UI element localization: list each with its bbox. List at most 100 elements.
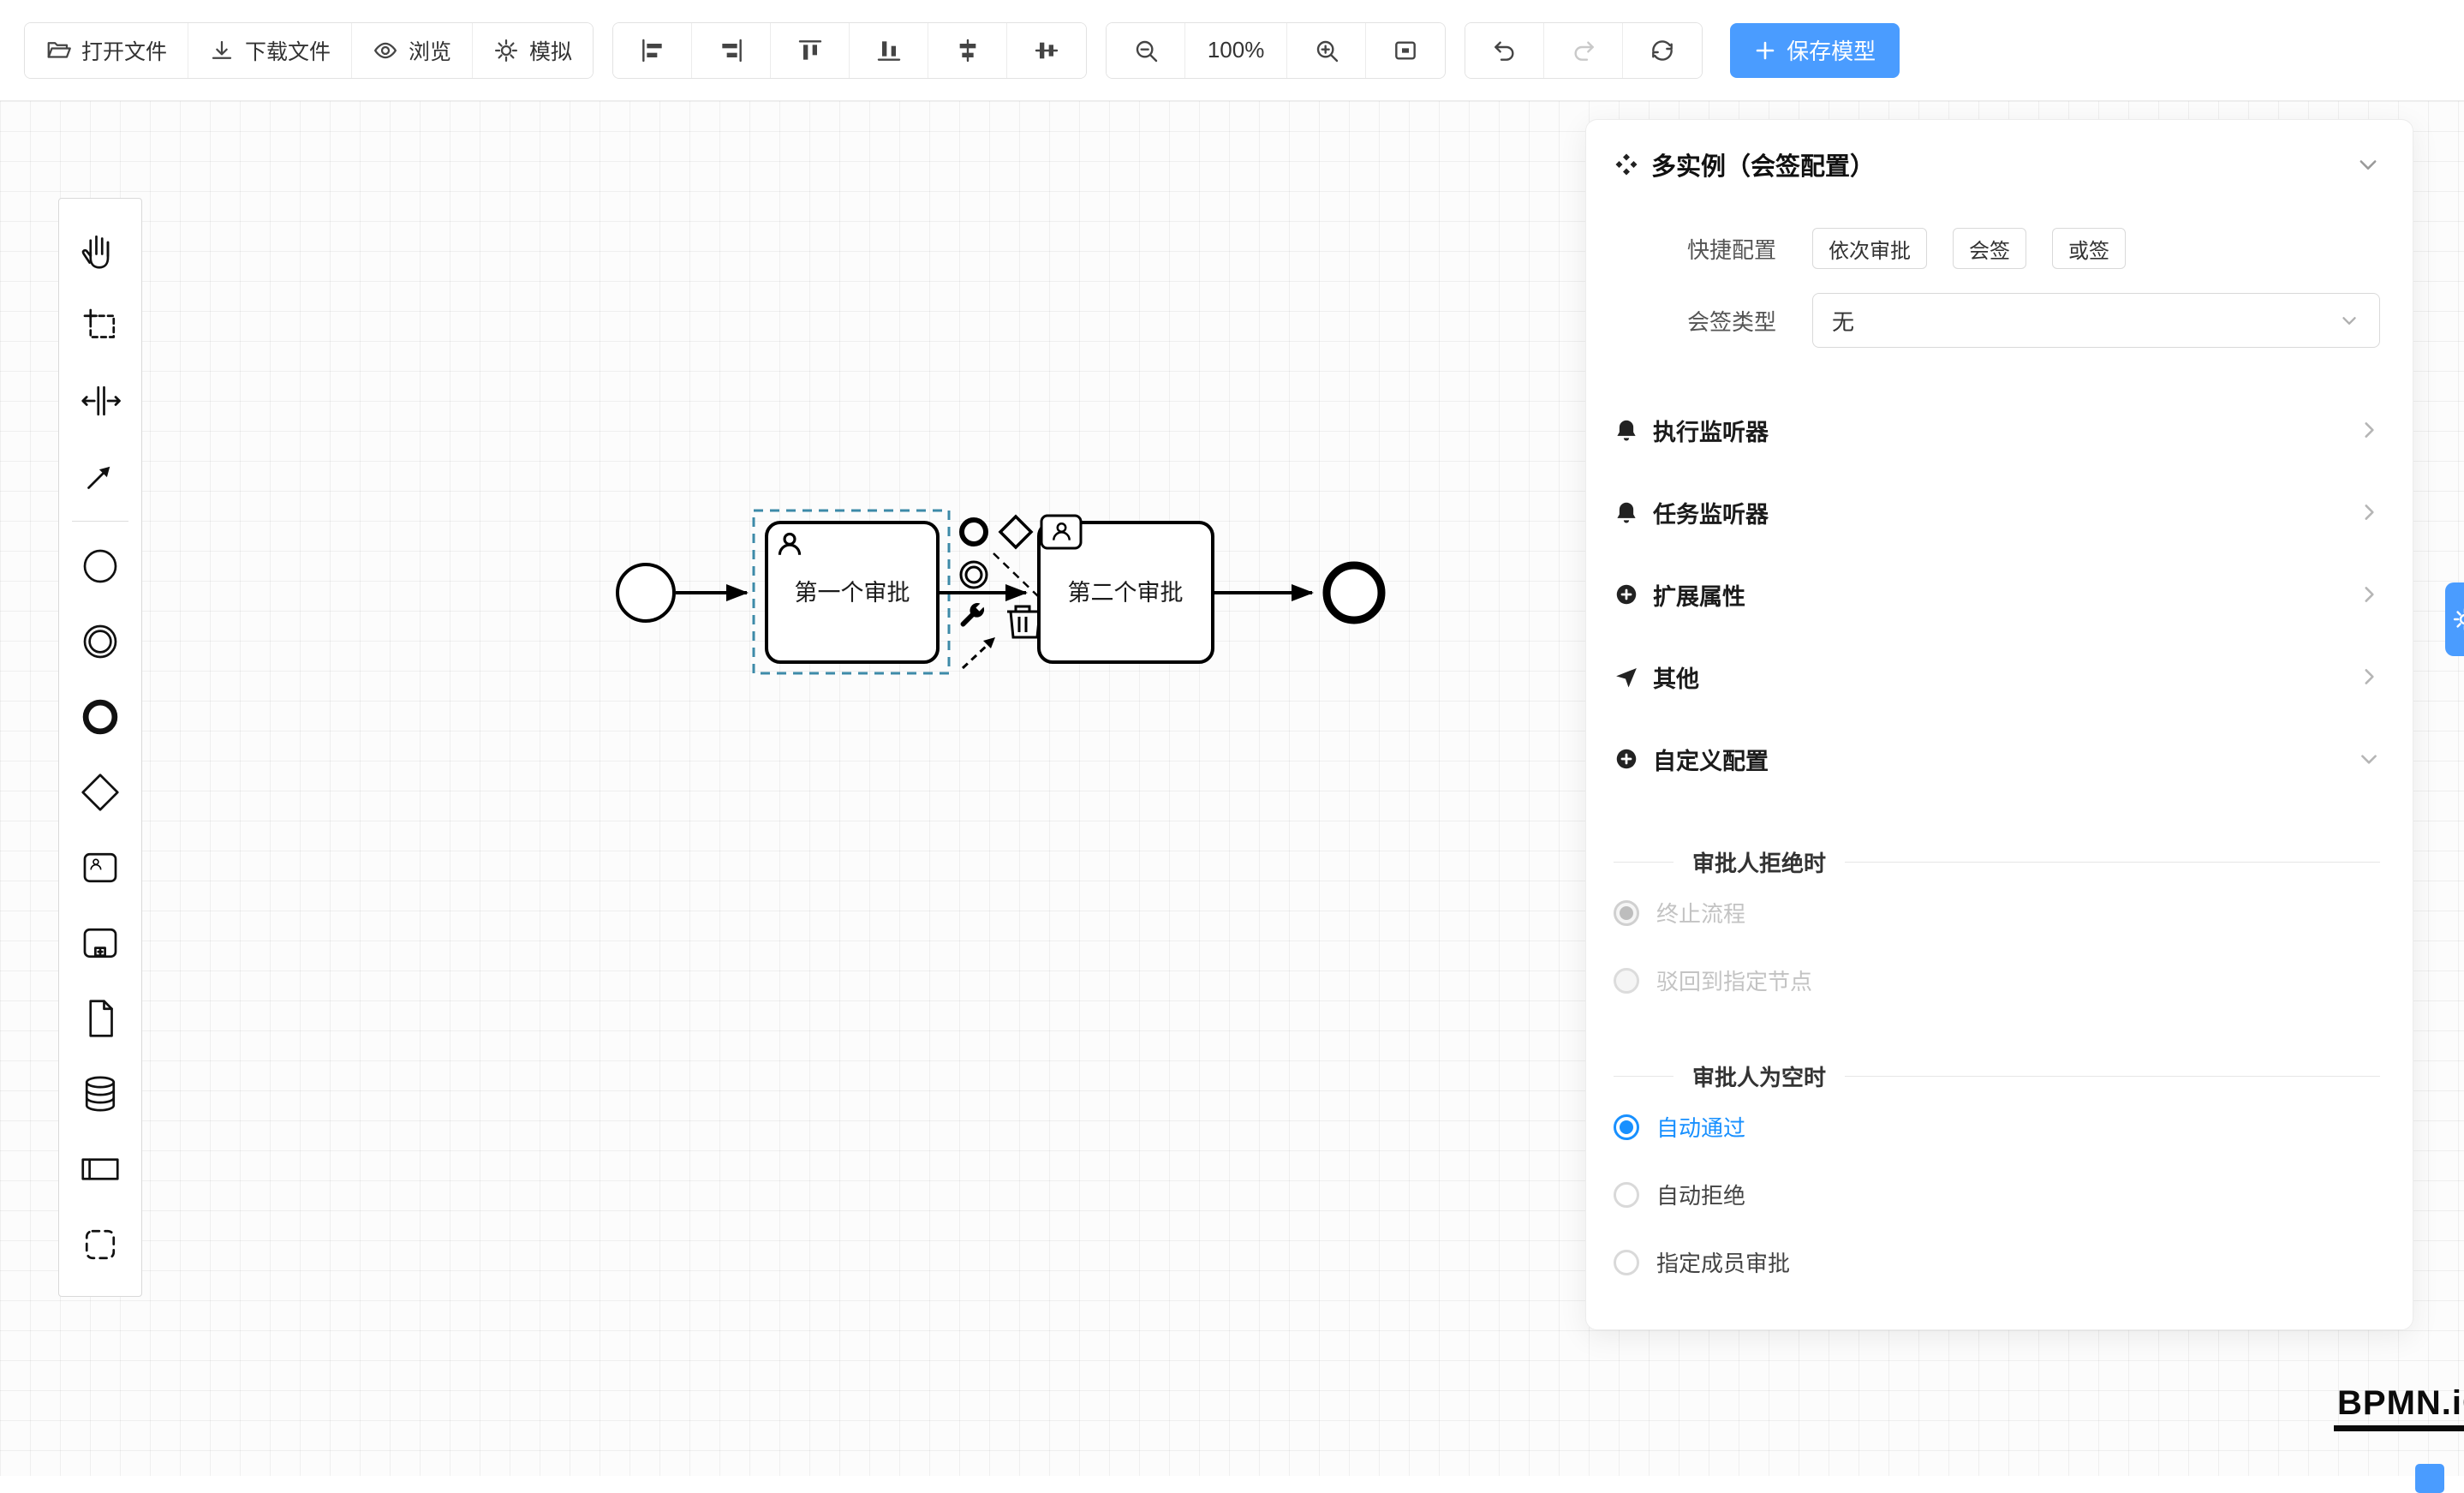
- space-tool[interactable]: [60, 363, 140, 439]
- align-center-v-icon: [1033, 37, 1060, 64]
- undo-button[interactable]: [1465, 23, 1544, 78]
- zoom-out-button[interactable]: [1107, 23, 1185, 78]
- section-custom-config[interactable]: 自定义配置: [1614, 718, 2380, 800]
- save-model-button[interactable]: 保存模型: [1730, 23, 1900, 78]
- radio-return-to-node[interactable]: 驳回到指定节点: [1614, 947, 2380, 1014]
- radio-auto-reject[interactable]: 自动拒绝: [1614, 1161, 2380, 1228]
- panel-sections: 执行监听器 任务监听器 扩展属性 其他 自定义配置: [1614, 389, 2380, 800]
- history-button-group: [1465, 22, 1703, 79]
- palette-separator: [72, 521, 128, 522]
- multi-instance-icon: [1614, 152, 1639, 177]
- append-gateway-icon[interactable]: [1000, 517, 1031, 547]
- wrench-icon[interactable]: [961, 603, 984, 626]
- download-file-label: 下载文件: [245, 35, 331, 66]
- plus-circle-icon: [1614, 582, 1639, 607]
- append-preview-dash: [993, 553, 1038, 596]
- open-file-label: 打开文件: [81, 35, 167, 66]
- align-left-button[interactable]: [613, 23, 692, 78]
- preview-button[interactable]: 浏览: [352, 23, 473, 78]
- global-connect-tool[interactable]: [60, 439, 140, 514]
- section-label: 自定义配置: [1653, 743, 1769, 776]
- sign-type-select[interactable]: 无: [1812, 293, 2380, 348]
- section-extended-props[interactable]: 扩展属性: [1614, 553, 2380, 636]
- radio-terminate-flow[interactable]: 终止流程: [1614, 879, 2380, 947]
- end-event[interactable]: [1327, 565, 1381, 620]
- section-task-listener[interactable]: 任务监听器: [1614, 471, 2380, 553]
- divider-line: [1845, 1076, 2380, 1077]
- radio-icon: [1614, 1114, 1639, 1140]
- bell-icon: [1614, 499, 1639, 525]
- trash-icon[interactable]: [1007, 606, 1040, 637]
- align-bottom-icon: [875, 37, 903, 64]
- undo-icon: [1491, 37, 1518, 64]
- bpmn-io-watermark[interactable]: BPMN.iO: [2334, 1384, 2464, 1431]
- lasso-tool[interactable]: [60, 288, 140, 363]
- reset-icon: [1649, 37, 1676, 64]
- redo-button[interactable]: [1544, 23, 1623, 78]
- quick-option-sequential[interactable]: 依次审批: [1812, 228, 1927, 269]
- open-file-button[interactable]: 打开文件: [25, 23, 188, 78]
- hand-tool[interactable]: [60, 212, 140, 288]
- create-subprocess[interactable]: [60, 905, 140, 981]
- properties-panel: 多实例（会签配置） 快捷配置 依次审批 会签 或签 会签类型 无 执行监听器: [1585, 119, 2413, 1330]
- align-center-v-button[interactable]: [1007, 23, 1086, 78]
- create-user-task[interactable]: [60, 830, 140, 905]
- radio-label: 终止流程: [1656, 897, 1745, 929]
- redo-icon: [1570, 37, 1597, 64]
- fit-viewport-button[interactable]: [1366, 23, 1445, 78]
- start-event[interactable]: [617, 564, 674, 621]
- align-right-button[interactable]: [692, 23, 771, 78]
- simulate-button[interactable]: 模拟: [473, 23, 593, 78]
- empty-group-header: 审批人为空时: [1614, 1059, 2380, 1093]
- download-file-button[interactable]: 下载文件: [188, 23, 352, 78]
- create-intermediate-event[interactable]: [60, 604, 140, 679]
- sign-type-value: 无: [1832, 305, 1854, 337]
- align-top-button[interactable]: [771, 23, 850, 78]
- create-start-event[interactable]: [60, 529, 140, 604]
- user-task-1[interactable]: 第一个审批: [767, 523, 938, 662]
- section-other[interactable]: 其他: [1614, 636, 2380, 718]
- divider-line: [1614, 862, 1673, 863]
- quick-config-label: 快捷配置: [1614, 233, 1776, 265]
- download-icon: [209, 38, 235, 63]
- settings-tab[interactable]: [2445, 582, 2464, 656]
- radio-auto-pass[interactable]: 自动通过: [1614, 1093, 2380, 1161]
- eye-icon: [373, 38, 398, 63]
- chevron-down-icon: [2338, 309, 2360, 331]
- chevron-right-icon: [2358, 666, 2380, 688]
- zoom-level: 100%: [1185, 23, 1287, 78]
- divider-line: [1845, 862, 2380, 863]
- empty-group-title: 审批人为空时: [1692, 1060, 1826, 1092]
- section-label: 执行监听器: [1653, 414, 1769, 447]
- zoom-in-icon: [1313, 37, 1340, 64]
- canvas[interactable]: 第一个审批: [0, 101, 2464, 1476]
- divider-line: [1614, 1076, 1673, 1077]
- zoom-in-button[interactable]: [1287, 23, 1366, 78]
- reset-button[interactable]: [1623, 23, 1702, 78]
- palette: [58, 198, 142, 1297]
- send-icon: [1614, 664, 1639, 690]
- quick-config-row: 快捷配置 依次审批 会签 或签: [1614, 228, 2380, 269]
- chevron-down-icon[interactable]: [2356, 152, 2380, 176]
- append-end-event-icon[interactable]: [962, 520, 986, 544]
- quick-option-orsign[interactable]: 或签: [2052, 228, 2126, 269]
- create-participant[interactable]: [60, 1132, 140, 1207]
- quick-option-countersign[interactable]: 会签: [1953, 228, 2026, 269]
- sign-type-label: 会签类型: [1614, 305, 1776, 337]
- create-gateway[interactable]: [60, 755, 140, 830]
- radio-icon: [1614, 1182, 1639, 1208]
- align-bottom-button[interactable]: [850, 23, 928, 78]
- panel-header[interactable]: 多实例（会签配置）: [1614, 125, 2380, 204]
- align-center-h-button[interactable]: [928, 23, 1007, 78]
- connect-tool-icon[interactable]: [963, 637, 995, 668]
- create-data-store[interactable]: [60, 1056, 140, 1132]
- append-user-task-icon[interactable]: [1041, 516, 1081, 548]
- align-button-group: [612, 22, 1087, 79]
- create-document[interactable]: [60, 981, 140, 1056]
- folder-open-icon: [45, 38, 71, 63]
- corner-chip[interactable]: [2415, 1464, 2444, 1493]
- radio-assign-member[interactable]: 指定成员审批: [1614, 1228, 2380, 1296]
- section-execution-listener[interactable]: 执行监听器: [1614, 389, 2380, 471]
- create-end-event[interactable]: [60, 679, 140, 755]
- create-group[interactable]: [60, 1207, 140, 1282]
